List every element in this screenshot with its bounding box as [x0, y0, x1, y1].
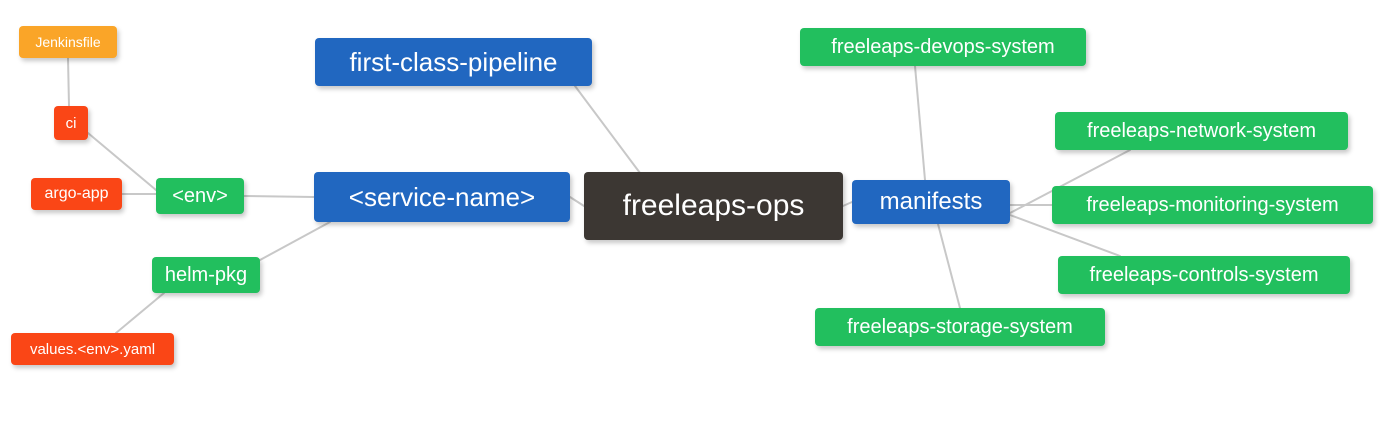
- node-pipeline[interactable]: first-class-pipeline: [315, 38, 592, 86]
- node-ci[interactable]: ci: [54, 106, 88, 140]
- node-argo[interactable]: argo-app: [31, 178, 122, 210]
- node-devops[interactable]: freeleaps-devops-system: [800, 28, 1086, 66]
- node-env[interactable]: <env>: [156, 178, 244, 214]
- edge-root-to-service: [569, 196, 585, 207]
- edge-manifests-to-devops: [914, 65, 926, 181]
- edge-root-to-pipeline: [574, 85, 641, 174]
- node-jenkins[interactable]: Jenkinsfile: [19, 26, 117, 58]
- node-network[interactable]: freeleaps-network-system: [1055, 112, 1348, 150]
- node-controls[interactable]: freeleaps-controls-system: [1058, 256, 1350, 294]
- edge-service-to-helm: [259, 221, 331, 261]
- node-storage[interactable]: freeleaps-storage-system: [815, 308, 1105, 346]
- edge-service-to-env: [243, 195, 315, 198]
- edge-ci-to-jenkins: [67, 57, 70, 107]
- edge-manifests-to-storage: [937, 223, 961, 309]
- node-values[interactable]: values.<env>.yaml: [11, 333, 174, 365]
- node-manifests[interactable]: manifests: [852, 180, 1010, 224]
- node-helm[interactable]: helm-pkg: [152, 257, 260, 293]
- edge-helm-to-values: [115, 292, 165, 334]
- node-root[interactable]: freeleaps-ops: [584, 172, 843, 240]
- node-monitoring[interactable]: freeleaps-monitoring-system: [1052, 186, 1373, 224]
- node-service[interactable]: <service-name>: [314, 172, 570, 222]
- edge-root-to-manifests: [842, 201, 853, 207]
